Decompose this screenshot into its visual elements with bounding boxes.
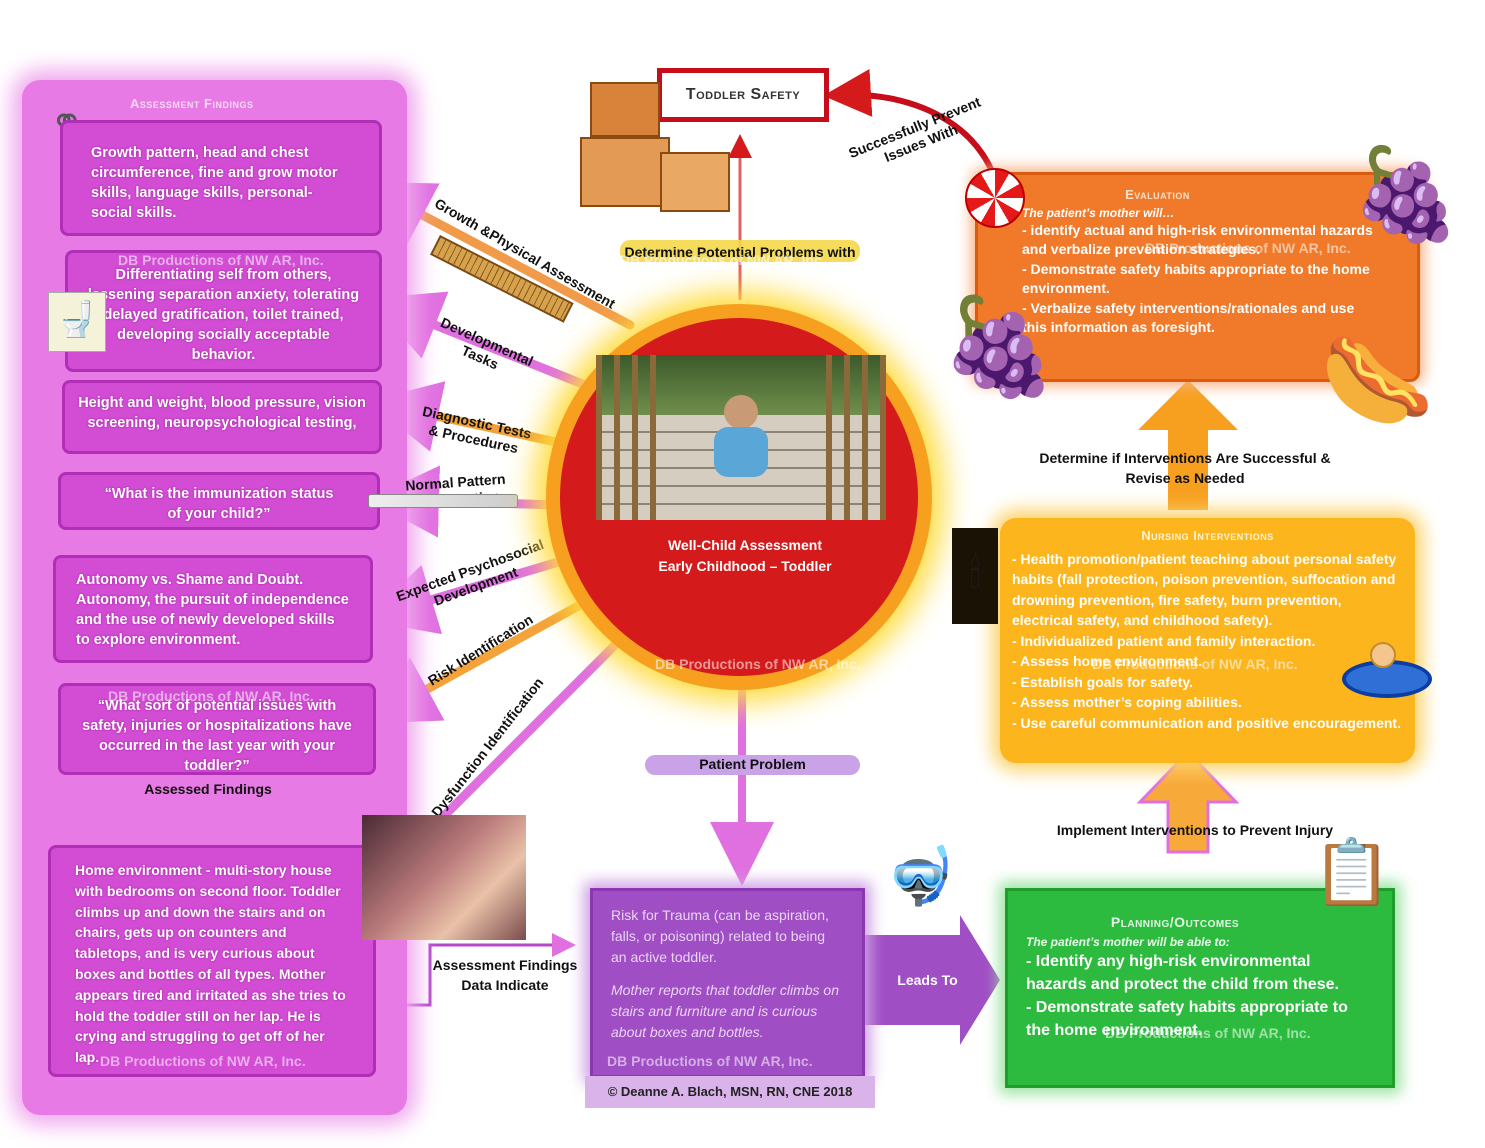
pool-child-icon — [1370, 642, 1396, 668]
spoke-psychosocial — [362, 555, 570, 635]
assessment-box-safety-question: “What sort of potential issues with safe… — [58, 683, 376, 775]
assessment-findings-header: Assessment Findings — [130, 96, 254, 111]
spoke-risk — [364, 600, 585, 724]
planning-item-1: - Identify any high-risk environmental h… — [1026, 953, 1339, 993]
planning-item-2: - Demonstrate safety habits appropriate … — [1026, 999, 1348, 1039]
implement-label: Implement Interventions to Prevent Injur… — [1056, 822, 1334, 838]
toddler-stairs-photo — [596, 355, 886, 520]
center-label-line2: Early Childhood – Toddler — [658, 558, 832, 574]
home-environment-box: Home environment - multi-story house wit… — [48, 845, 376, 1077]
grapes-icon-2: 🍇 — [940, 294, 1059, 400]
assessed-findings-label: Assessed Findings — [144, 781, 272, 797]
watermark-2: DB Productions of NW AR, Inc. — [620, 252, 826, 268]
evaluation-intro: The patient’s mother will… — [1022, 205, 1175, 220]
candle-icon: 🕯 — [952, 528, 998, 624]
evaluation-title: Evaluation — [1125, 187, 1190, 202]
nursing-interventions-box: Nursing Interventions - Health promotion… — [1000, 518, 1415, 763]
watermark-4: DB Productions of NW AR, Inc. — [108, 688, 314, 704]
boxes-image — [580, 82, 730, 212]
evaluation-item-3: - Verbalize safety interventions/rationa… — [1022, 299, 1355, 336]
watermark-3: DB Productions of NW AR, Inc. — [1145, 240, 1351, 256]
assessment-box-immunization: “What is the immunization status of your… — [58, 472, 380, 530]
toddler-safety-title: Toddler Safety — [657, 68, 829, 122]
watermark-8: DB Productions of NW AR, Inc. — [607, 1053, 813, 1069]
spoke-lines — [359, 181, 635, 825]
determine-bar — [620, 240, 860, 262]
risk-line-1: Risk for Trauma (can be aspiration, fall… — [611, 907, 829, 965]
up-arrow-determine — [1138, 380, 1238, 510]
leads-to-label: Leads To — [897, 972, 958, 988]
determine-potential-label: Determine Potential Problems with — [624, 244, 856, 260]
planning-intro: The patient’s mother will be able to: — [1026, 935, 1230, 949]
planning-outcomes-box: Planning/Outcomes The patient’s mother w… — [1005, 888, 1395, 1088]
diver-icon: 🤿 — [885, 844, 955, 907]
evaluation-item-2: - Demonstrate safety habits appropriate … — [1022, 260, 1370, 297]
spoke-developmental — [368, 291, 590, 390]
spoke-growth — [359, 181, 635, 330]
assessment-box-psychosocial: Autonomy vs. Shame and Doubt. Autonomy, … — [53, 555, 373, 663]
assessment-box-developmental: Differentiating self from others, lessen… — [65, 250, 382, 372]
watermark-6: DB Productions of NW AR, Inc. — [1092, 656, 1298, 672]
indicate-connector — [385, 933, 576, 1007]
patient-problem-bar — [645, 755, 860, 775]
assessment-box-growth: Growth pattern, head and chest circumfer… — [60, 120, 382, 236]
nursing-item-3: - Assess home environment. — [1012, 653, 1203, 669]
watermark-7: DB Productions of NW AR, Inc. — [100, 1053, 306, 1069]
toilet-icon: 🚽 — [48, 292, 106, 352]
syringe-icon — [368, 494, 518, 508]
grapes-icon: 🍇 — [1350, 145, 1463, 245]
leads-to-arrow — [865, 915, 1000, 1045]
nursing-item-1: - Health promotion/patient teaching abou… — [1012, 550, 1397, 629]
center-label: Well-Child Assessment Early Childhood – … — [610, 535, 880, 577]
hotdog-icon: 🌭 — [1320, 330, 1435, 432]
determine-success-label: Determine if Interventions Are Successfu… — [1039, 450, 1331, 486]
assessment-indicate-label: Assessment Findings Data Indicate — [432, 957, 578, 993]
center-label-line1: Well-Child Assessment — [667, 537, 823, 553]
copyright-bar: © Deanne A. Blach, MSN, RN, CNE 2018 — [585, 1076, 875, 1108]
evaluation-item-1: - identify actual and high-risk environm… — [1022, 221, 1373, 258]
risk-for-trauma-box: Risk for Trauma (can be aspiration, fall… — [590, 888, 865, 1078]
nursing-item-5: - Assess mother’s coping abilities. — [1012, 694, 1242, 710]
assessment-box-diagnostic: Height and weight, blood pressure, visio… — [62, 380, 382, 454]
evaluation-box: Evaluation The patient’s mother will… - … — [975, 172, 1420, 382]
clipboard-icon: 📋 — [1312, 836, 1392, 908]
patient-problem-label: Patient Problem — [699, 756, 806, 772]
mother-child-photo — [362, 815, 526, 940]
peppermint-icon — [965, 168, 1025, 228]
spoke-dysfunction — [435, 635, 625, 825]
nursing-title: Nursing Interventions — [1141, 528, 1274, 543]
watermark-9: DB Productions of NW AR, Inc. — [1105, 1025, 1311, 1041]
nursing-item-6: - Use careful communication and positive… — [1012, 714, 1401, 731]
spoke-diagnostic — [367, 381, 575, 452]
watermark-1: DB Productions of NW AR, Inc. — [118, 252, 324, 268]
watermark-5: DB Productions of NW AR, Inc. — [655, 656, 861, 672]
up-arrow-implement — [1136, 749, 1240, 854]
planning-title: Planning/Outcomes — [1110, 914, 1240, 930]
risk-line-2: Mother reports that toddler climbs on st… — [611, 982, 839, 1040]
nursing-item-2: - Individualized patient and family inte… — [1012, 632, 1316, 649]
nursing-item-4: - Establish goals for safety. — [1012, 673, 1194, 690]
